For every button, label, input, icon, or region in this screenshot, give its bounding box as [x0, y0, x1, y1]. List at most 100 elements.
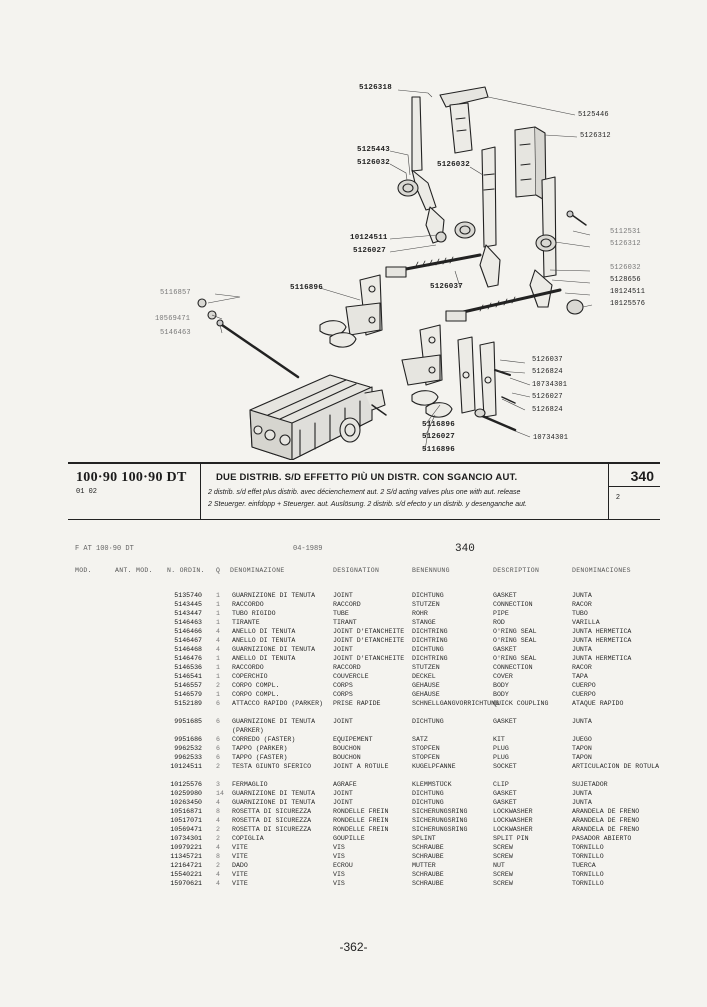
part-name-fr: VIS — [333, 880, 345, 887]
part-name-it: CORPO COMPL. — [232, 682, 280, 689]
list-figure: 340 — [455, 543, 475, 555]
part-name-it: VITE — [232, 871, 248, 878]
figure-number: 340 — [630, 468, 654, 484]
part-name-fr: RACCORD — [333, 601, 361, 608]
callout-label: 5126037 — [532, 356, 563, 364]
part-name-it: ROSETTA DI SICUREZZA — [232, 808, 312, 815]
part-name-de: SCHRAUBE — [412, 880, 444, 887]
part-name-fr: COUVERCLE — [333, 673, 369, 680]
part-name-es: ARANDELA DE FRENO — [572, 808, 640, 815]
part-name-it: DADO — [232, 862, 248, 869]
part-name-it: COPIGLIA — [232, 835, 264, 842]
part-qty: 6 — [216, 745, 220, 752]
part-name-fr: TUBE — [333, 610, 349, 617]
group-title-fr-en: 2 distrib. s/d effet plus distrib. avec … — [208, 489, 521, 496]
part-number: 10517071 — [170, 817, 202, 824]
part-name-en: LOCKWASHER — [493, 826, 533, 833]
callout-label: 10569471 — [155, 315, 191, 323]
part-name-it: VITE — [232, 853, 248, 860]
title-block: 100·90 100·90 DT 01 02 DUE DISTRIB. S/D … — [68, 462, 660, 520]
part-name-fr: RONDELLE FREIN — [333, 817, 389, 824]
part-name-it: FERMAGLIO — [232, 781, 268, 788]
part-name-de: SCHRAUBE — [412, 853, 444, 860]
part-name-en: GASKET — [493, 718, 517, 725]
part-number: 5146536 — [174, 664, 202, 671]
part-qty: 2 — [216, 763, 220, 770]
part-name-fr: JOINT — [333, 790, 353, 797]
col-ant-mod: ANT. MOD. — [115, 567, 153, 574]
part-number: 10124511 — [170, 763, 202, 770]
part-qty: 4 — [216, 817, 220, 824]
part-qty: 1 — [216, 664, 220, 671]
part-qty: 6 — [216, 718, 220, 725]
part-number: 10516871 — [170, 808, 202, 815]
part-number: 9962533 — [174, 754, 202, 761]
callout-label: 5146463 — [160, 329, 191, 337]
part-name-de: DICHTUNG — [412, 718, 444, 725]
part-name-fr: PRISE RAPIDE — [333, 700, 381, 707]
part-name-en: SOCKET — [493, 763, 517, 770]
col-fr: DESIGNATION — [333, 567, 380, 574]
part-name-fr: JOINT — [333, 646, 353, 653]
part-name-en: GASKET — [493, 799, 517, 806]
part-qty: 8 — [216, 853, 220, 860]
part-number: 9962532 — [174, 745, 202, 752]
part-name-en: GASKET — [493, 592, 517, 599]
part-number: 5146463 — [174, 619, 202, 626]
part-name-de: SCHRAUBE — [412, 871, 444, 878]
part-name-it: ROSETTA DI SICUREZZA — [232, 817, 312, 824]
part-name-it: ANELLO DI TENUTA — [232, 637, 296, 644]
callout-label: 5126824 — [532, 406, 563, 414]
callout-label: 5126037 — [430, 283, 463, 291]
part-name-de: GEHÄUSE — [412, 682, 440, 689]
part-name-fr: JOINT — [333, 592, 353, 599]
part-name-es: JUNTA — [572, 718, 592, 725]
callout-label: 5126032 — [437, 161, 470, 169]
part-name-it: RACCORDO — [232, 664, 264, 671]
part-name-fr: RONDELLE FREIN — [333, 808, 389, 815]
part-number: 15540221 — [170, 871, 202, 878]
part-name-fr: TIRANT — [333, 619, 357, 626]
part-qty: 6 — [216, 736, 220, 743]
part-name-es: JUNTA HERMETICA — [572, 637, 632, 644]
callout-label: 5126032 — [610, 264, 641, 272]
part-name-de: DICHTRING — [412, 637, 448, 644]
part-name-de: DICHTUNG — [412, 790, 444, 797]
part-name-fr: BOUCHON — [333, 745, 361, 752]
part-number: 10569471 — [170, 826, 202, 833]
part-name-en: BODY — [493, 691, 509, 698]
part-name-es: TORNILLO — [572, 844, 604, 851]
part-name-de: GEHÄUSE — [412, 691, 440, 698]
part-name-fr: JOINT — [333, 718, 353, 725]
part-qty: 1 — [216, 610, 220, 617]
callout-label: 10734301 — [532, 381, 568, 389]
callout-label: 5126027 — [422, 433, 455, 441]
part-name-it: ANELLO DI TENUTA — [232, 628, 296, 635]
part-number: 5146557 — [174, 682, 202, 689]
part-name-it: TAPPO (FASTER) — [232, 754, 288, 761]
divider — [200, 464, 201, 519]
list-date: 04-1989 — [293, 545, 323, 553]
part-name-de: DECKEL — [412, 673, 436, 680]
part-name-en: GASKET — [493, 646, 517, 653]
figure-ref: 2 — [616, 494, 620, 501]
part-name-en: SCREW — [493, 871, 513, 878]
part-name-it: VITE — [232, 880, 248, 887]
callout-label: 5116896 — [422, 446, 455, 454]
part-name-en: SPLIT PIN — [493, 835, 529, 842]
callout-label: 5126312 — [610, 240, 641, 248]
part-name-en: PIPE — [493, 610, 509, 617]
part-name-fr: RACCORD — [333, 664, 361, 671]
part-name-fr: VIS — [333, 853, 345, 860]
part-name-es: JUEGO — [572, 736, 592, 743]
callout-label: 5126032 — [357, 159, 390, 167]
